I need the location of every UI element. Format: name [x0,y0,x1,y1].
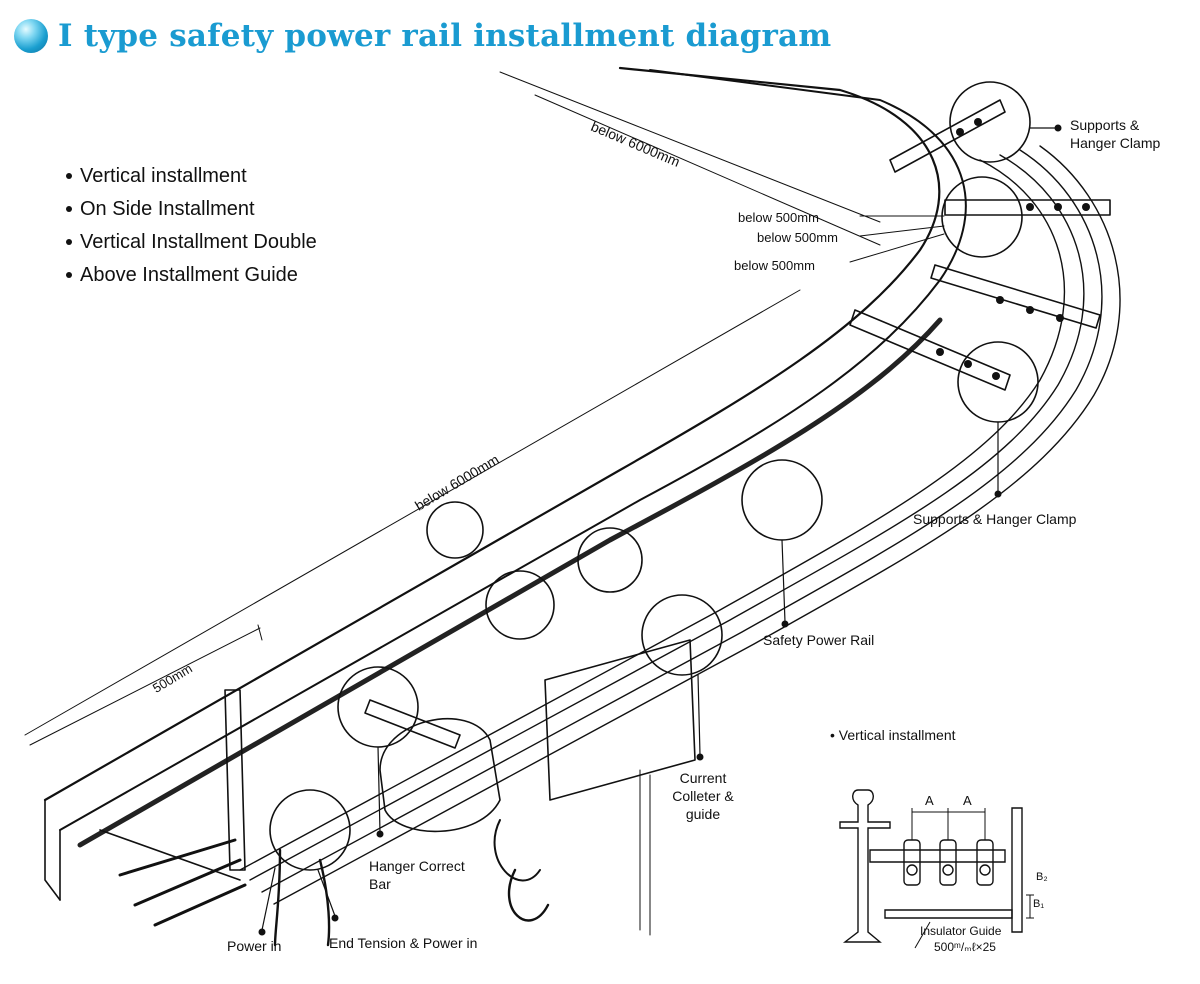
end-bracket [224,689,246,871]
dimension-line-segment [29,627,261,746]
label-power-in: Power in [227,938,282,954]
rail-line-4 [273,145,1121,905]
dimension-label-curve-2: below 500mm [757,230,838,245]
callout-circle-supports-right [957,341,1039,423]
detail-i-rail [839,789,891,943]
hoist-body [544,639,696,801]
detail-title: • Vertical installment [830,727,956,743]
bullet-icon [66,272,72,278]
detail-support-bar [869,849,1006,863]
beam-outer-edge [43,66,941,802]
support-bar-3 [930,264,1101,329]
detail-post [1011,807,1023,933]
power-cable-2 [318,858,331,947]
detail-collector-1 [903,839,921,886]
dimension-label-curve-1: below 500mm [738,210,819,225]
feature-item: Vertical Installment Double [64,226,317,259]
leader-dot [994,490,1002,498]
label-end-tension: End Tension & Power in [329,935,478,951]
hoist-wheel-1 [426,501,484,559]
page-title: I type safety power rail installment dia… [58,18,832,54]
support-bar-4 [849,309,1011,391]
beam-web [77,317,943,848]
label-safety-rail: Safety Power Rail [763,632,875,648]
leader-dot [781,620,789,628]
feature-item: Above Installment Guide [64,259,317,292]
leader-dot [1054,124,1062,132]
page-header: I type safety power rail installment dia… [14,18,831,54]
dimension-line-top [499,71,881,223]
hoist-drum [379,717,501,833]
callout-circle-collector [641,594,723,676]
beam-inner-edge [59,69,967,831]
dimension-line-long [24,289,801,736]
rail-line-1 [239,159,1066,871]
rail-line-2 [249,154,1085,881]
bullet-icon [66,239,72,245]
detail-insulator-guide [884,909,1013,919]
callout-circle-end-tension [269,789,351,871]
power-cable-1 [273,848,282,947]
leader-dot [376,830,384,838]
hook-icon [507,868,550,922]
leader-dot [331,914,339,922]
dimension-line-top-inner [534,94,881,246]
rail-line-3 [261,149,1103,893]
detail-guide-spec: 500ᵐ/ₘℓ×25 [934,940,996,954]
detail-collector-3 [976,839,994,886]
detail-collector-2 [939,839,957,886]
feature-item: Vertical installment [64,160,317,193]
detail-guide-label: Insulator Guide [920,924,1002,938]
hanger-bar [364,699,461,749]
detail-dim-b1: B₁ [1033,898,1045,910]
feature-list: Vertical installment On Side Installment… [64,160,317,292]
support-bar-1 [889,99,1006,173]
callout-circle-curve [941,176,1023,258]
callout-circle-rail [741,459,823,541]
callout-circle-hanger-bar [337,666,419,748]
bullet-icon [66,173,72,179]
label-supports-top: Supports & Hanger Clamp [1070,117,1161,151]
feature-item: On Side Installment [64,193,317,226]
hoist-hook-block [493,819,541,882]
label-supports-right: Supports & Hanger Clamp [913,511,1077,527]
label-hanger-bar: Hanger Correct Bar [369,858,465,892]
leader-dot [258,928,266,936]
hoist-wheel-2 [577,527,643,593]
title-bullet-icon [14,19,48,53]
bullet-icon [66,206,72,212]
leader-dot [696,753,704,761]
dimension-label-curve-3: below 500mm [734,258,815,273]
detail-dim-b2: B₂ [1036,871,1048,883]
hoist-wheel-3 [485,570,555,640]
detail-dim-a2: A [963,793,972,808]
detail-dim-a1: A [925,793,934,808]
callout-circle-supports-top [949,81,1031,163]
label-collector: Current Colleter & guide [672,770,734,822]
detail-drawing [839,789,1034,949]
support-bar-2 [944,199,1111,216]
